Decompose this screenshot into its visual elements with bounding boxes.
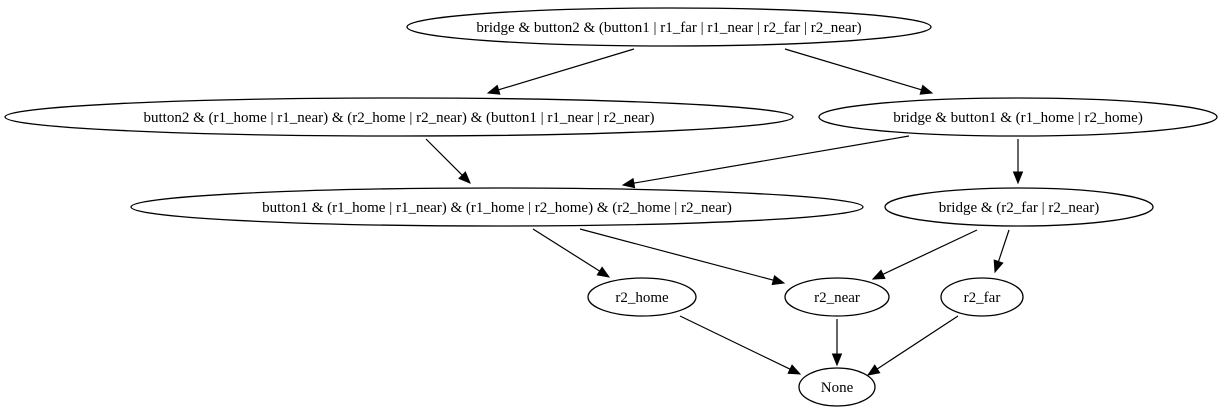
edge-n_br1-to-n_br2 <box>1012 139 1024 185</box>
edge-line <box>997 229 1010 262</box>
edge-n_r2home-to-n_none <box>679 315 802 375</box>
edges-layer <box>425 48 1024 376</box>
node-ellipse <box>784 277 890 317</box>
edge-line <box>882 229 978 275</box>
arrowhead <box>458 171 471 184</box>
edge-n_br1-to-n_b1 <box>621 135 910 189</box>
nodes-layer: bridge & button2 & (button1 | r1_far | r… <box>4 7 1218 407</box>
edge-line <box>498 48 635 91</box>
node-n_br1: bridge & button1 & (r1_home | r2_home) <box>818 97 1218 137</box>
node-label: button1 & (r1_home | r1_near) & (r1_home… <box>262 200 732 216</box>
node-label: None <box>821 380 854 396</box>
arrowhead <box>596 266 611 278</box>
node-label: r2_near <box>814 290 860 306</box>
node-n_b2: button2 & (r1_home | r1_near) & (r2_home… <box>4 97 794 137</box>
arrowhead <box>871 269 886 280</box>
node-n_r2near: r2_near <box>784 277 890 317</box>
node-label: bridge & (r2_far | r2_near) <box>939 200 1099 216</box>
node-label: bridge & button1 & (r1_home | r2_home) <box>893 110 1143 126</box>
arrowhead <box>486 84 501 95</box>
edge-n_r2far-to-n_none <box>866 315 959 376</box>
edge-line <box>876 315 959 370</box>
edge-line <box>579 228 774 281</box>
node-label: r2_home <box>615 290 669 306</box>
edge-line <box>784 48 922 91</box>
edge-n_b1-to-n_r2near <box>579 228 786 286</box>
node-label: r2_far <box>964 290 1001 306</box>
edge-n_b1-to-n_r2home <box>532 228 611 278</box>
edge-line <box>679 315 791 370</box>
edge-n_top-to-n_br1 <box>784 48 934 95</box>
edge-n_br2-to-n_r2far <box>993 229 1010 274</box>
node-ellipse <box>406 7 932 47</box>
edge-n_br2-to-n_r2near <box>871 229 978 280</box>
node-label: button2 & (r1_home | r1_near) & (r2_home… <box>143 110 654 126</box>
edge-n_top-to-n_b2 <box>486 48 635 95</box>
node-ellipse <box>587 277 697 317</box>
edge-line <box>633 135 910 184</box>
node-n_br2: bridge & (r2_far | r2_near) <box>884 187 1154 227</box>
arrowhead <box>866 364 881 376</box>
edge-line <box>425 138 463 176</box>
node-ellipse <box>940 277 1024 317</box>
node-ellipse <box>130 187 864 227</box>
node-ellipse <box>818 97 1218 137</box>
node-ellipse <box>4 97 794 137</box>
node-label: bridge & button2 & (button1 | r1_far | r… <box>476 20 861 36</box>
arrowhead <box>993 259 1004 274</box>
arrowhead <box>1012 171 1024 185</box>
arrowhead <box>831 353 843 367</box>
node-n_none: None <box>798 367 876 407</box>
arrowhead <box>919 84 934 95</box>
edge-n_r2near-to-n_none <box>831 319 843 367</box>
node-n_r2home: r2_home <box>587 277 697 317</box>
node-n_r2far: r2_far <box>940 277 1024 317</box>
node-n_b1: button1 & (r1_home | r1_near) & (r1_home… <box>130 187 864 227</box>
node-ellipse <box>798 367 876 407</box>
edge-line <box>532 228 601 272</box>
arrowhead <box>771 274 786 286</box>
edge-n_b2-to-n_b1 <box>425 138 471 184</box>
node-n_top: bridge & button2 & (button1 | r1_far | r… <box>406 7 932 47</box>
arrowhead <box>787 364 802 375</box>
node-ellipse <box>884 187 1154 227</box>
arrowhead <box>621 177 636 189</box>
